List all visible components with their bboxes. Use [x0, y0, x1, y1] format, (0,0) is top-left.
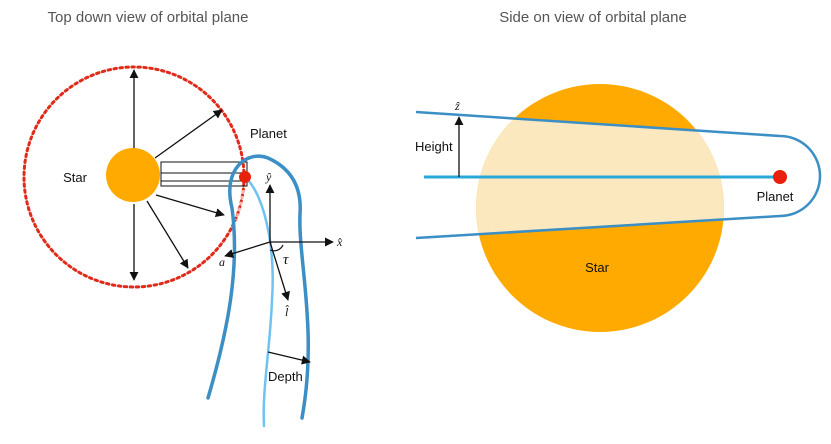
l-hat-label: l̂ [285, 305, 289, 319]
right-panel-title: Side on view of orbital plane [499, 9, 687, 26]
coordinate-axes [224, 184, 334, 301]
radial-arrows [129, 69, 225, 281]
left-panel-title: Top down view of orbital plane [48, 9, 249, 26]
star-left [106, 148, 160, 202]
orbit-faded-segment [234, 189, 245, 221]
height-label: Height [415, 139, 453, 154]
planet-right [773, 170, 787, 184]
planet-left-label: Planet [250, 126, 287, 141]
a-label: a [219, 255, 225, 269]
shadow-wedge [476, 112, 724, 238]
star-right-label: Star [585, 260, 610, 275]
tail-inner-line [246, 178, 274, 428]
z-hat-label: ẑ [454, 99, 460, 113]
x-hat-label: x̂ [336, 235, 343, 249]
depth-label: Depth [268, 369, 303, 384]
tail-outer-outline [206, 154, 310, 420]
planet-right-label: Planet [757, 189, 794, 204]
y-hat-label: ŷ [265, 170, 272, 184]
star-left-label: Star [63, 170, 88, 185]
depth-arrow [267, 351, 311, 365]
wedge-outline [415, 110, 822, 240]
tau-label: τ [283, 252, 289, 268]
planet-left [239, 171, 251, 183]
